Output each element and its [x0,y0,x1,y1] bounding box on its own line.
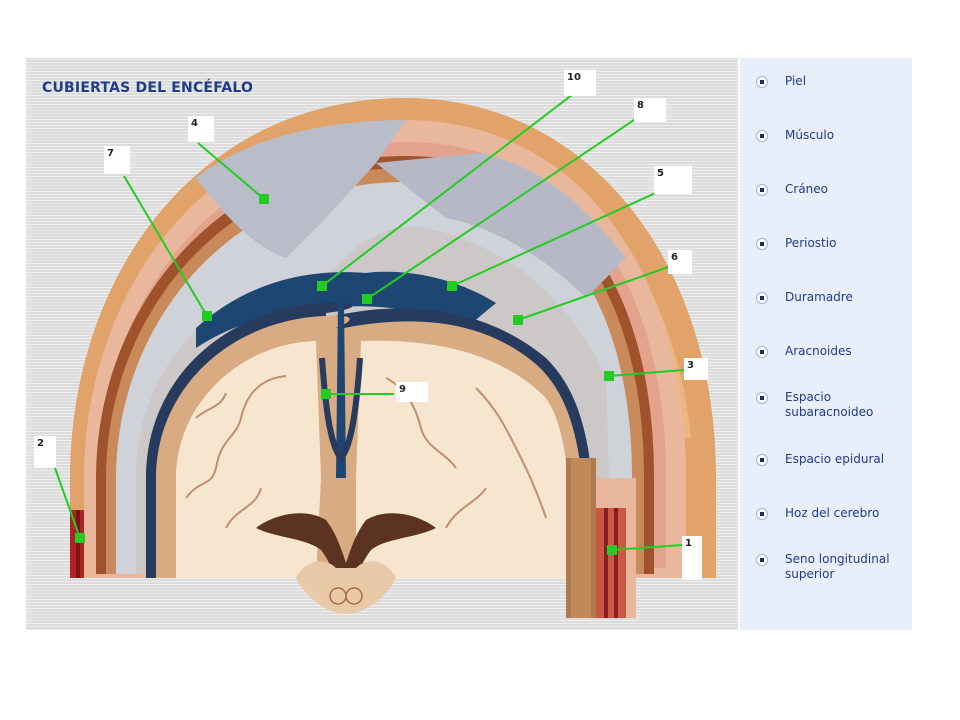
callout-7: 7 [104,146,130,174]
legend-item-duramadre: Duramadre [756,290,906,305]
bullet-icon [756,346,768,358]
legend-label: Hoz del cerebro [785,506,880,520]
legend-item-seno-longitudinal-superior: Seno longitudinal superior [756,552,906,582]
brain-coverings-illustration [49,87,716,618]
bullet-icon [756,238,768,250]
legend-item-hoz-del-cerebro: Hoz del cerebro [756,506,906,521]
legend-item-aracnoides: Aracnoides [756,344,906,359]
legend-item-espacio-subaracnoideo: Espacio subaracnoideo [756,390,906,420]
legend-label: Cráneo [785,182,828,196]
legend-label: Espacio subaracnoideo [785,390,874,419]
lateral-ventricles [256,513,436,598]
diagram-title: CUBIERTAS DEL ENCÉFALO [42,80,254,96]
legend-item-periostio: Periostio [756,236,906,251]
callout-10: 10 [564,70,596,96]
callout-8: 8 [634,98,666,122]
leader-lines [49,87,685,555]
callout-3: 3 [684,358,708,380]
legend-item-espacio-epidural: Espacio epidural [756,452,906,467]
legend-label: Músculo [785,128,835,142]
bullet-icon [756,184,768,196]
bullet-icon [756,554,768,566]
bullet-icon [756,130,768,142]
bullet-icon [756,392,768,404]
callout-9: 9 [396,382,428,402]
legend-label: Aracnoides [785,344,852,358]
callout-5: 5 [654,166,692,194]
legend-panel: Piel Músculo Cráneo Periostio Duramadre … [740,58,912,630]
bullet-icon [756,76,768,88]
legend-label: Espacio epidural [785,452,885,466]
illustration-panel: CUBIERTAS DEL ENCÉFALO 1 2 3 4 5 6 7 8 9… [26,58,738,630]
falx-cerebri [336,303,346,478]
superior-sinus [196,271,496,348]
bullet-icon [756,508,768,520]
callout-2: 2 [34,436,56,468]
legend-item-piel: Piel [756,74,906,89]
legend-label: Piel [785,74,807,88]
reflected-flap [196,120,406,258]
legend-item-musculo: Músculo [756,128,906,143]
callout-6: 6 [668,250,692,274]
callout-4: 4 [188,116,214,142]
callout-1: 1 [682,536,702,580]
bullet-icon [756,292,768,304]
bullet-icon [756,454,768,466]
legend-label: Duramadre [785,290,853,304]
legend-label: Seno longitudinal superior [785,552,890,581]
legend-label: Periostio [785,236,837,250]
legend-item-craneo: Cráneo [756,182,906,197]
